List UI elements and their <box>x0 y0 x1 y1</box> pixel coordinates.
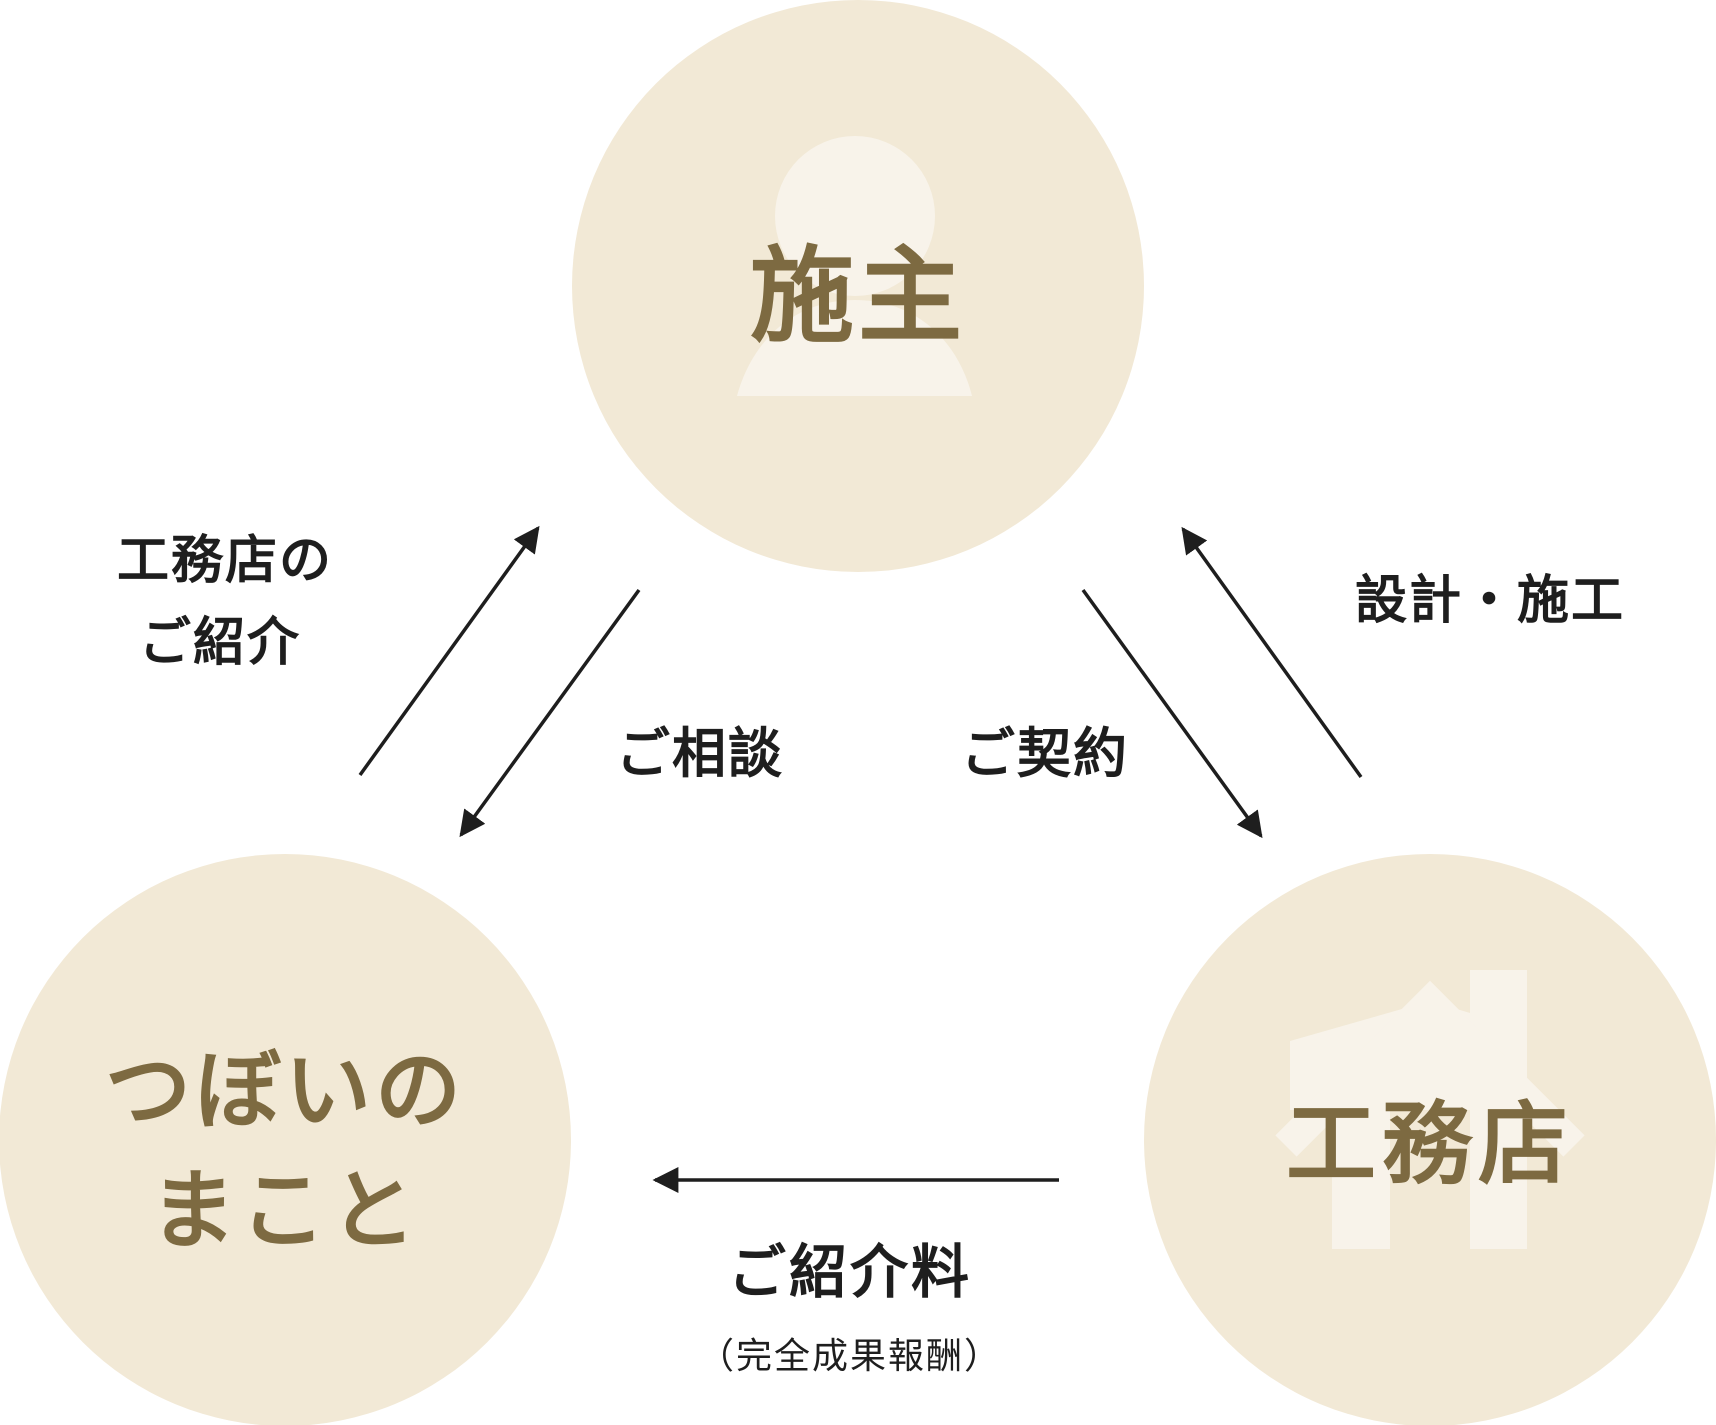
company-label-line1: つぼいの <box>105 1040 465 1141</box>
arrow-owner-to-builder <box>1081 588 1263 839</box>
person-silhouette-icon <box>737 136 972 396</box>
arrow-owner-to-company <box>459 588 641 838</box>
flow-design-build-label: 設計・施工 <box>1355 570 1625 631</box>
flow-contract-label: ご契約 <box>961 721 1129 785</box>
company-node: つぼいの まこと <box>0 854 571 1425</box>
owner-node: 施主 <box>572 0 1144 572</box>
flow-referral-fee-note: （完全成果報酬） <box>698 1336 1002 1377</box>
builder-circle <box>1144 854 1716 1425</box>
flow-consultation-label: ご相談 <box>616 721 784 785</box>
company-label-line2: まこと <box>150 1160 420 1261</box>
house-icon <box>1275 970 1585 1249</box>
builder-node: 工務店 <box>1144 854 1716 1425</box>
owner-label: 施主 <box>750 234 966 357</box>
arrow-company-to-owner <box>358 525 540 777</box>
arrow-builder-to-owner <box>1181 526 1363 779</box>
flow-introduce-builder-line2: ご紹介 <box>139 612 301 673</box>
flow-introduce-builder-line1: 工務店の <box>117 530 333 591</box>
builder-label: 工務店 <box>1286 1091 1574 1197</box>
flow-referral-fee-label: ご紹介料 <box>728 1238 972 1306</box>
company-circle <box>0 854 571 1425</box>
